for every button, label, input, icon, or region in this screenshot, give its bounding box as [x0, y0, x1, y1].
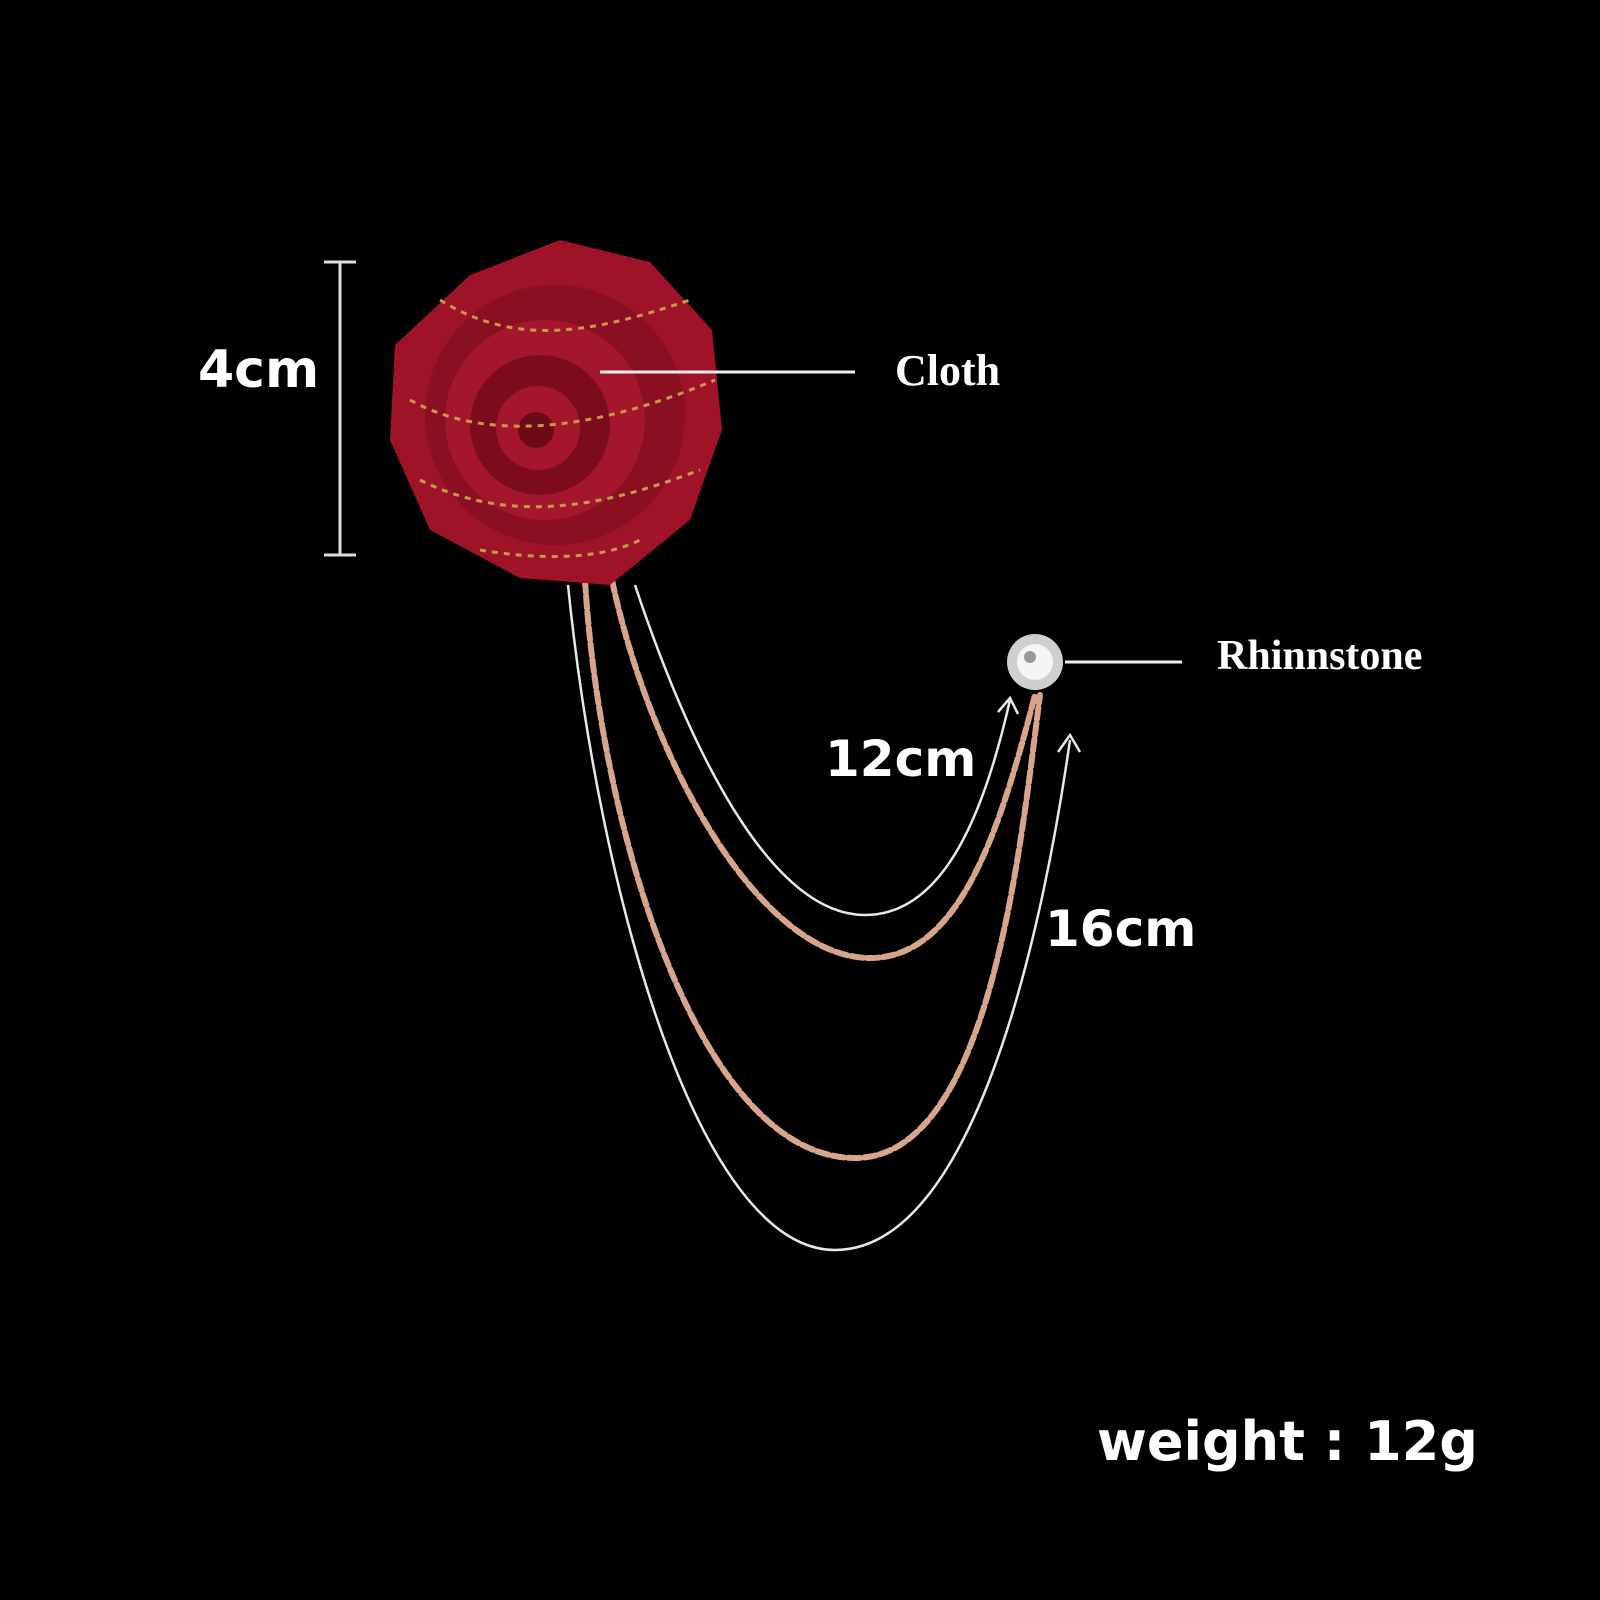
height-dimension-line	[324, 260, 356, 557]
weight-label: weight : 12g	[1097, 1410, 1478, 1473]
cloth-label: Cloth	[895, 346, 1001, 395]
rhinestone	[1007, 634, 1063, 690]
rhinestone-label: Rhinnstone	[1217, 633, 1423, 679]
rose-height-label: 4cm	[198, 340, 320, 400]
rose-flower	[390, 240, 722, 585]
chain-length-guides	[566, 584, 1082, 1252]
short-chain-length-label: 12cm	[825, 730, 977, 788]
chains	[582, 577, 1043, 1162]
long-chain-length-label: 16cm	[1045, 900, 1197, 958]
